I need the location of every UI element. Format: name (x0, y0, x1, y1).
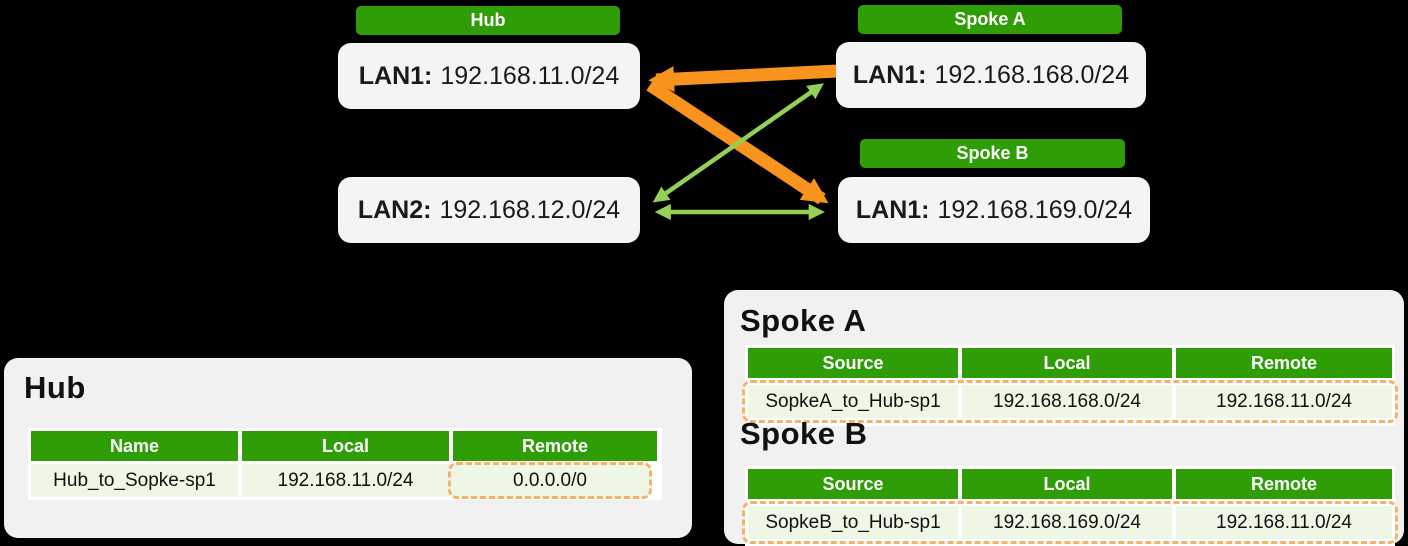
spoke-b-lan1-box: LAN1: 192.168.169.0/24 (838, 177, 1150, 243)
spoke-a-lan1-box: LAN1: 192.168.168.0/24 (836, 42, 1146, 108)
hub-row-remote-highlighted: 0.0.0.0/0 (448, 462, 652, 499)
spoke-a-row-highlight: SopkeA_to_Hub-sp1 192.168.168.0/24 192.1… (742, 380, 1398, 423)
spoke-b-table-row: SopkeB_to_Hub-sp1 192.168.169.0/24 192.1… (748, 506, 1392, 539)
spoke-b-policy-table: Source Local Remote SopkeB_to_Hub-sp1 19… (742, 466, 1398, 546)
hub-lan2-box: LAN2: 192.168.12.0/24 (338, 177, 640, 243)
hub-header-name: Name (31, 431, 238, 461)
hub-row-name: Hub_to_Sopke-sp1 (31, 464, 238, 497)
spoke-a-policy-table: Source Local Remote SopkeA_to_Hub-sp1 19… (742, 345, 1398, 426)
spoke-a-lan1-subnet: 192.168.168.0/24 (934, 60, 1130, 89)
spoke-a-row-remote: 192.168.11.0/24 (1176, 385, 1392, 418)
spoke-b-header-row: Source Local Remote (748, 469, 1392, 499)
arrow-spokeA-to-hub (648, 64, 839, 93)
spoke-b-lan1-label: LAN1: (855, 195, 930, 224)
hub-badge: Hub (356, 6, 620, 35)
spoke-a-card-title: Spoke A (740, 303, 867, 338)
spoke-a-header-local: Local (962, 348, 1172, 378)
spoke-policies-card: Spoke A Source Local Remote SopkeA_to_Hu… (724, 290, 1404, 546)
spoke-b-lan1-subnet: 192.168.169.0/24 (937, 195, 1133, 224)
hub-header-remote: Remote (453, 431, 657, 461)
hub-row-local: 192.168.11.0/24 (242, 464, 449, 497)
spoke-b-row-source: SopkeB_to_Hub-sp1 (748, 506, 958, 539)
spoke-a-header-source: Source (748, 348, 958, 378)
spoke-a-table-row: SopkeA_to_Hub-sp1 192.168.168.0/24 192.1… (748, 385, 1392, 418)
spoke-b-header-remote: Remote (1176, 469, 1392, 499)
hub-lan2-subnet: 192.168.12.0/24 (439, 195, 621, 224)
spoke-b-card-title: Spoke B (740, 416, 868, 451)
spoke-a-lan1-label: LAN1: (852, 60, 927, 89)
spoke-b-row-local: 192.168.169.0/24 (962, 506, 1172, 539)
spoke-a-header-row: Source Local Remote (748, 348, 1392, 378)
spoke-b-header-source: Source (748, 469, 958, 499)
hub-header-local: Local (242, 431, 449, 461)
hub-lan1-box: LAN1: 192.168.11.0/24 (338, 43, 640, 109)
hub-card-title: Hub (24, 370, 86, 405)
spoke-b-row-remote: 192.168.11.0/24 (1176, 506, 1392, 539)
hub-table-row: Hub_to_Sopke-sp1 192.168.11.0/24 0.0.0.0… (31, 462, 659, 499)
spoke-b-row-highlight: SopkeB_to_Hub-sp1 192.168.169.0/24 192.1… (742, 501, 1398, 544)
hub-policy-table: Name Local Remote Hub_to_Sopke-sp1 192.1… (28, 428, 662, 500)
spoke-a-header-remote: Remote (1176, 348, 1392, 378)
spoke-a-row-local: 192.168.168.0/24 (962, 385, 1172, 418)
hub-policy-card: Hub Name Local Remote Hub_to_Sopke-sp1 1… (4, 358, 692, 538)
spoke-b-badge: Spoke B (860, 139, 1125, 168)
arrow-lan2-spokeA-bidirectional (652, 83, 824, 203)
spoke-a-row-source: SopkeA_to_Hub-sp1 (748, 385, 958, 418)
spoke-a-badge: Spoke A (858, 5, 1122, 34)
hub-lan2-label: LAN2: (357, 195, 432, 224)
hub-lan1-subnet: 192.168.11.0/24 (440, 61, 620, 90)
hub-table-header-row: Name Local Remote (31, 431, 659, 461)
hub-lan1-label: LAN1: (358, 61, 433, 90)
spoke-b-header-local: Local (962, 469, 1172, 499)
